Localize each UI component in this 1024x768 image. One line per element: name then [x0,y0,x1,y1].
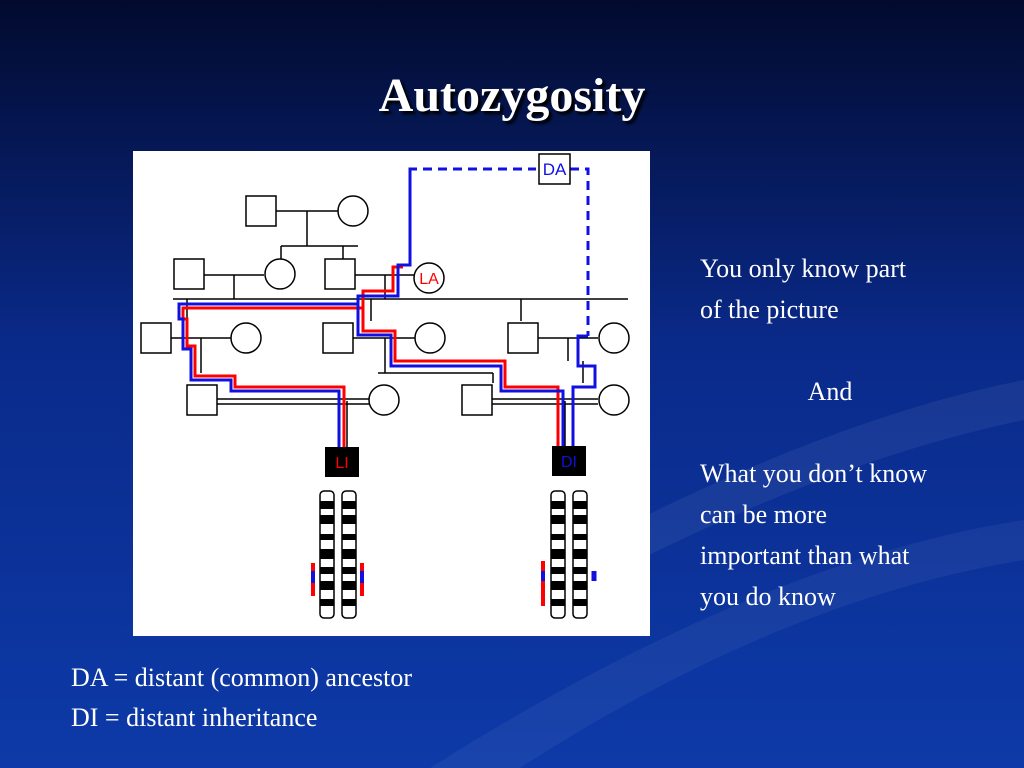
male-nodes [140,195,539,416]
side-note-line: important than what [700,541,910,570]
la-node [413,262,445,294]
side-note-line: you do know [700,582,836,611]
di-node [552,446,586,476]
la-label: LA [419,271,439,288]
di-label: DI [561,454,577,471]
li-chromosome-pair [311,490,364,619]
side-note-line: of the picture [700,295,839,324]
legend: DA = distant (common) ancestor DI = dist… [71,658,671,738]
pedigree-figure: DA LA LI DI [133,151,650,636]
legend-di: DI = distant inheritance [71,703,318,732]
blue-inheritance-path [177,169,412,451]
da-dashed-link [408,167,536,261]
side-note-line: And [807,377,853,406]
red-inheritance-path [181,265,403,451]
pedigree-diagram: DA LA LI DI [140,153,630,619]
side-note-line: can be more [700,500,828,529]
di-chromosome-pair [541,490,597,619]
side-note: You only know part of the picture And Wh… [700,248,1000,617]
legend-da: DA = distant (common) ancestor [71,663,413,692]
side-note-line: What you don’t know [700,459,927,488]
li-node [325,447,359,477]
da-label: DA [543,160,567,179]
slide-title: Autozygosity [378,69,646,122]
da-node [538,153,571,185]
female-nodes [230,195,630,416]
li-label: LI [335,455,348,472]
side-note-line: You only know part [700,254,907,283]
